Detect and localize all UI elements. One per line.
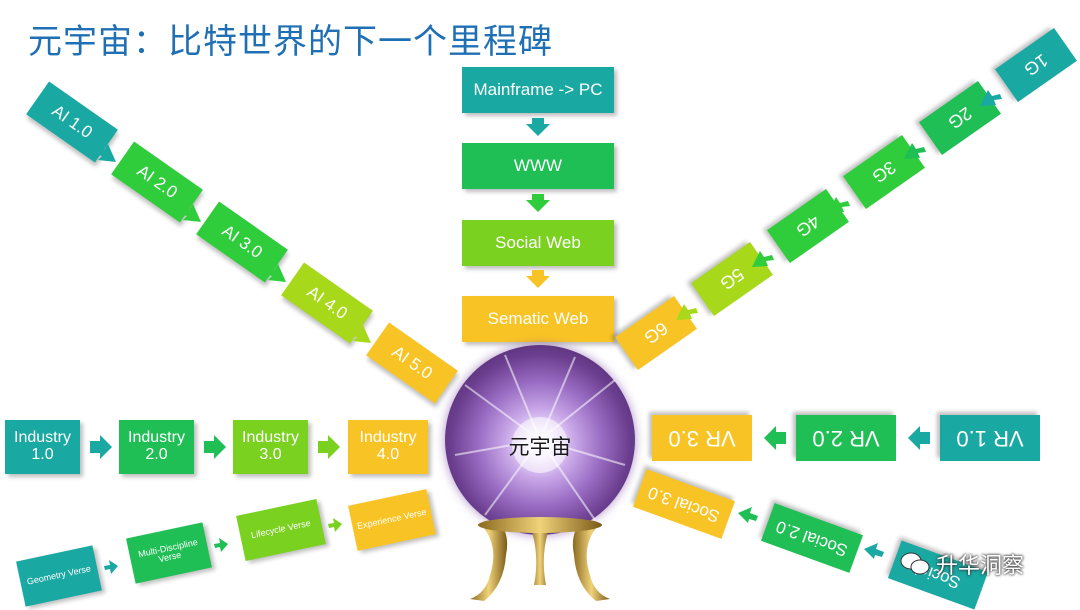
arrow-icon (349, 325, 371, 343)
arrow-icon (828, 197, 850, 213)
arrow-icon (204, 435, 226, 459)
arrow-icon (318, 435, 340, 459)
center-label: 元宇宙 (508, 435, 572, 459)
arrow-icon (526, 270, 550, 288)
box-label: Social Web (495, 233, 581, 253)
watermark: 升华洞察 (900, 548, 1024, 580)
page-title: 元宇宙：比特世界的下一个里程碑 (28, 22, 553, 62)
box-label: Industry 2.0 (128, 429, 185, 463)
arrow-icon (676, 304, 698, 320)
arrow-icon (752, 251, 774, 267)
ball-stand (470, 517, 610, 601)
arrow-icon (904, 143, 926, 159)
arrow-icon (764, 426, 786, 450)
box-sematic-web: Sematic Web (462, 296, 614, 342)
box-industry-2: Industry 2.0 (119, 420, 194, 474)
arrow-icon (738, 507, 758, 523)
box-mainframe: Mainframe -> PC (462, 67, 614, 113)
arrow-icon (104, 560, 118, 574)
arrow-icon (264, 264, 286, 282)
wechat-icon (900, 552, 930, 575)
arrow-icon (526, 118, 550, 136)
box-industry-3: Industry 3.0 (233, 420, 308, 474)
box-label: Industry 4.0 (359, 429, 417, 463)
box-label: Industry 3.0 (242, 429, 299, 463)
box-www: WWW (462, 143, 614, 189)
light-rays (454, 354, 626, 521)
arrow-icon (864, 543, 884, 559)
arrow-icon (980, 90, 1002, 106)
box-label: Sematic Web (487, 309, 589, 329)
watermark-text: 升华洞察 (936, 554, 1025, 579)
arrow-icon (328, 518, 342, 532)
arrow-icon (526, 194, 550, 212)
box-industry-1: Industry 1.0 (5, 420, 80, 474)
arrow-icon (90, 435, 112, 459)
box-label: Industry 1.0 (14, 429, 71, 463)
arrow-icon (94, 144, 116, 162)
box-industry-4: Industry 4.0 (348, 420, 428, 474)
box-social-web: Social Web (462, 220, 614, 266)
arrow-icon (179, 204, 201, 222)
arrow-icon (908, 426, 930, 450)
arrow-icon (214, 538, 228, 552)
box-label: WWW (513, 156, 563, 176)
crystal-ball: 元宇宙 (445, 345, 635, 535)
box-label: Mainframe -> PC (473, 80, 603, 100)
